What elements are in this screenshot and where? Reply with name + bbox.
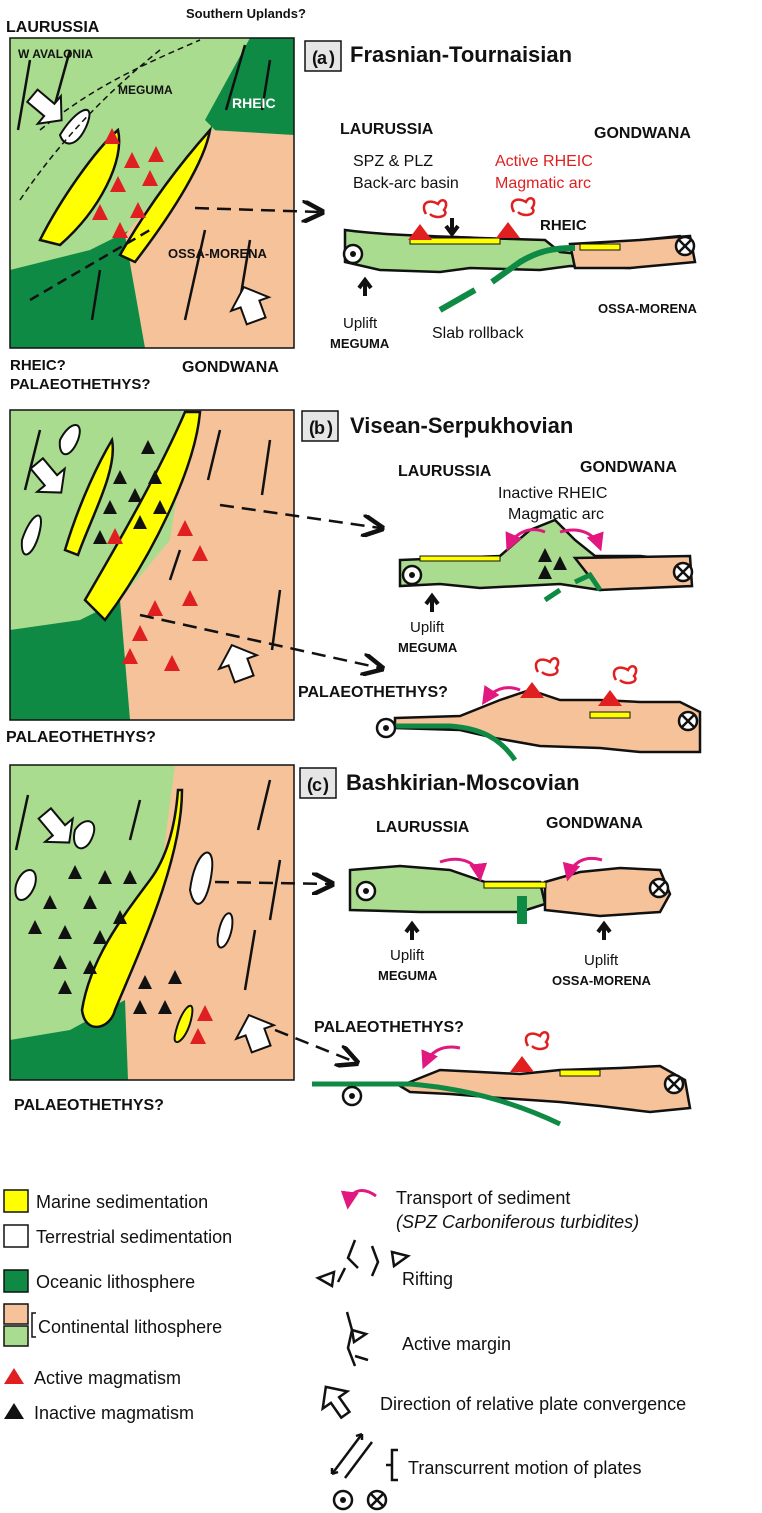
section-b-arc-1: Inactive RHEIC	[498, 485, 607, 502]
map-b-palaeothethys-q: PALAEOTHETHYS?	[6, 729, 156, 746]
legend-rifting: Rifting	[402, 1269, 453, 1289]
section-b-palaeothethys-q: PALAEOTHETHYS?	[298, 684, 448, 701]
legend-inactive-magma-symbol	[4, 1403, 24, 1419]
section-c-ossa-morena: OSSA-MORENA	[552, 973, 652, 988]
panel-c-section-lower	[312, 1032, 690, 1124]
panel-b-badge-close: )	[327, 418, 333, 438]
panel-a-badge: a	[317, 48, 328, 68]
legend: Marine sedimentation Terrestrial sedimen…	[4, 1188, 686, 1509]
section-a-gondwana: GONDWANA	[594, 125, 691, 142]
legend-continental-swatch-gondwana	[4, 1304, 28, 1324]
panel-c-badge-close: )	[323, 775, 329, 795]
panel-c-map	[10, 765, 294, 1080]
uplift-arrow	[359, 280, 371, 296]
map-label-w-avalonia: W AVALONIA	[18, 47, 93, 61]
active-volcano	[496, 222, 520, 238]
section-c-uplift-2: Uplift	[584, 952, 619, 969]
section-a-rheic: RHEIC	[540, 217, 587, 234]
map-label-laurussia: LAURUSSIA	[6, 19, 100, 36]
section-b-gondwana: GONDWANA	[580, 459, 677, 476]
legend-marine: Marine sedimentation	[36, 1192, 208, 1212]
panel-c-section-upper	[350, 858, 670, 940]
section-a-laurussia: LAURUSSIA	[340, 121, 434, 138]
panel-b-map	[10, 410, 294, 720]
section-a-spz-2: Back-arc basin	[353, 175, 459, 192]
section-b-uplift: Uplift	[410, 619, 445, 636]
legend-active-magmatism: Active magmatism	[34, 1368, 181, 1388]
legend-transcurrent-symbol	[332, 1434, 398, 1480]
legend-inactive-magmatism: Inactive magmatism	[34, 1403, 194, 1423]
legend-terrestrial: Terrestrial sedimentation	[36, 1227, 232, 1247]
legend-rifting-symbol	[318, 1240, 408, 1286]
section-a-uplift: Uplift	[343, 315, 378, 332]
panel-c-title: Bashkirian-Moscovian	[346, 770, 580, 795]
legend-transport: Transport of sediment	[396, 1188, 570, 1208]
legend-continental-swatch-laurussia	[4, 1326, 28, 1346]
legend-transport-symbol	[348, 1191, 376, 1206]
panel-a-title: Frasnian-Tournaisian	[350, 42, 572, 67]
legend-oceanic: Oceanic lithosphere	[36, 1272, 195, 1292]
panel-b-section-lower	[377, 658, 700, 760]
section-b-meguma: MEGUMA	[398, 640, 458, 655]
legend-oceanic-swatch	[4, 1270, 28, 1292]
section-a-arc-2: Magmatic arc	[495, 175, 591, 192]
legend-active-magma-symbol	[4, 1368, 24, 1384]
map-c-palaeothethys-q: PALAEOTHETHYS?	[14, 1097, 164, 1114]
map-label-ossa-morena: OSSA-MORENA	[168, 246, 268, 261]
section-b-laurussia: LAURUSSIA	[398, 463, 492, 480]
legend-convergence: Direction of relative plate convergence	[380, 1394, 686, 1414]
map-label-meguma: MEGUMA	[118, 83, 173, 97]
map-label-gondwana: GONDWANA	[182, 359, 279, 376]
panel-a-badge-close: )	[329, 48, 335, 68]
panel-b-section-upper	[400, 520, 692, 612]
active-volcano	[408, 224, 432, 240]
map-label-palaeothethys-q: PALAEOTHETHYS?	[10, 376, 151, 393]
panel-b-badge: b	[314, 418, 325, 438]
section-a-arc-1: Active RHEIC	[495, 153, 593, 170]
panel-a-section	[344, 198, 695, 310]
subsidence-arrow	[446, 218, 458, 234]
section-a-meguma: MEGUMA	[330, 336, 390, 351]
section-c-uplift-1: Uplift	[390, 947, 425, 964]
eruption-plume	[424, 200, 446, 217]
legend-terrestrial-swatch	[4, 1225, 28, 1247]
panel-b-title: Visean-Serpukhovian	[350, 413, 573, 438]
legend-transport-sub: (SPZ Carboniferous turbidites)	[396, 1212, 639, 1232]
section-b-arc-2: Magmatic arc	[508, 506, 604, 523]
panel-c-badge: c	[312, 775, 322, 795]
legend-marine-swatch	[4, 1190, 28, 1212]
section-c-laurussia: LAURUSSIA	[376, 819, 470, 836]
marine-fill	[580, 244, 620, 250]
section-c-meguma: MEGUMA	[378, 968, 438, 983]
section-c-gondwana: GONDWANA	[546, 815, 643, 832]
section-c-palaeothethys-q: PALAEOTHETHYS?	[314, 1019, 464, 1036]
legend-transcurrent: Transcurrent motion of plates	[408, 1458, 641, 1478]
map-label-southern-uplands: Southern Uplands?	[186, 6, 306, 21]
section-a-ossa-morena: OSSA-MORENA	[598, 301, 698, 316]
section-a-spz-1: SPZ & PLZ	[353, 153, 433, 170]
legend-active-margin-symbol	[347, 1312, 368, 1366]
legend-convergence-symbol	[314, 1378, 358, 1423]
legend-active-margin: Active margin	[402, 1334, 511, 1354]
map-label-rheic: RHEIC	[232, 95, 276, 111]
section-a-slab: Slab rollback	[432, 325, 525, 342]
map-label-rheic-q: RHEIC?	[10, 357, 66, 374]
legend-continental: Continental lithosphere	[38, 1317, 222, 1337]
eruption-plume	[512, 198, 534, 215]
